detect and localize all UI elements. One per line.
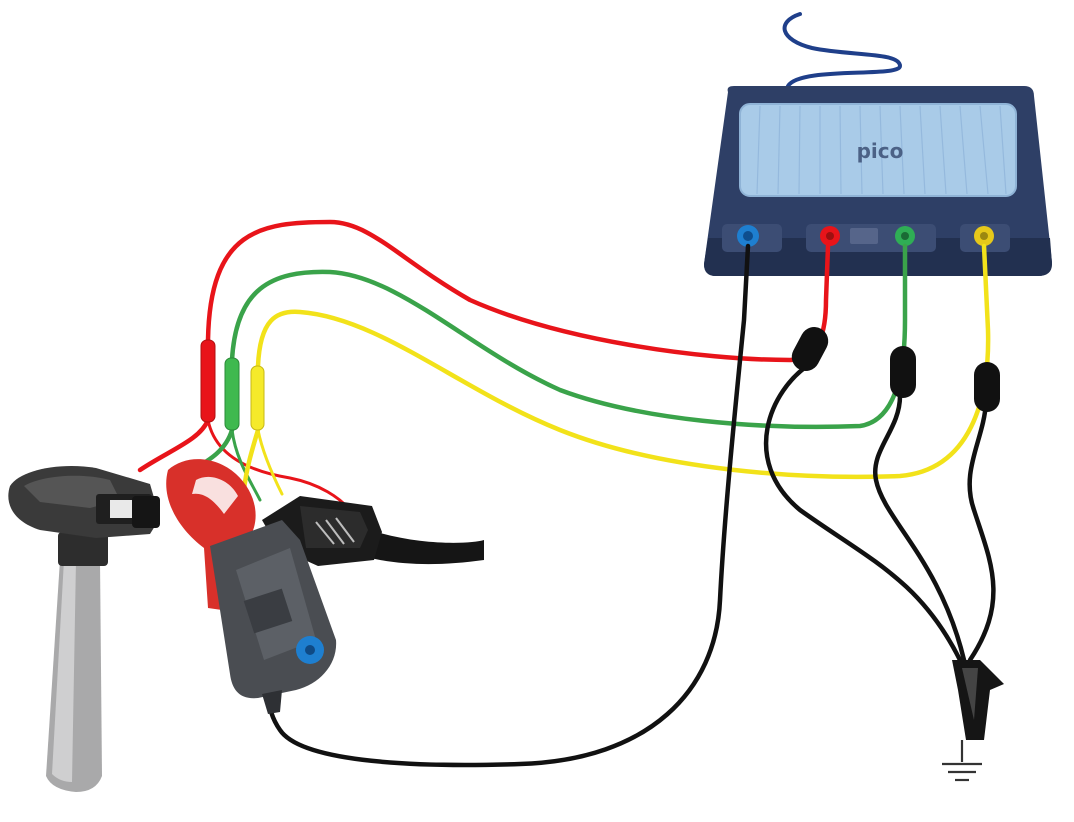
ground-symbol-icon [942,740,982,782]
green-probe-tip [224,357,240,431]
channel-a-connector [737,225,759,247]
ground-clip [952,660,1004,740]
channel-d-connector [974,226,994,246]
green-test-lead [189,243,908,473]
channel-c-connector [895,226,915,246]
current-clamp-icon [166,459,337,714]
scope-logo: pico [857,139,904,163]
ground-leads [763,361,996,663]
ignition-coil-icon [8,466,160,792]
channel-b-connector [820,226,840,246]
oscilloscope-icon: pico [704,86,1052,276]
channel-a-black-lead [266,243,751,768]
yellow-test-lead [241,243,991,493]
usb-cable [782,12,903,88]
red-probe-tip [200,339,216,423]
yellow-probe-tip [250,365,265,431]
